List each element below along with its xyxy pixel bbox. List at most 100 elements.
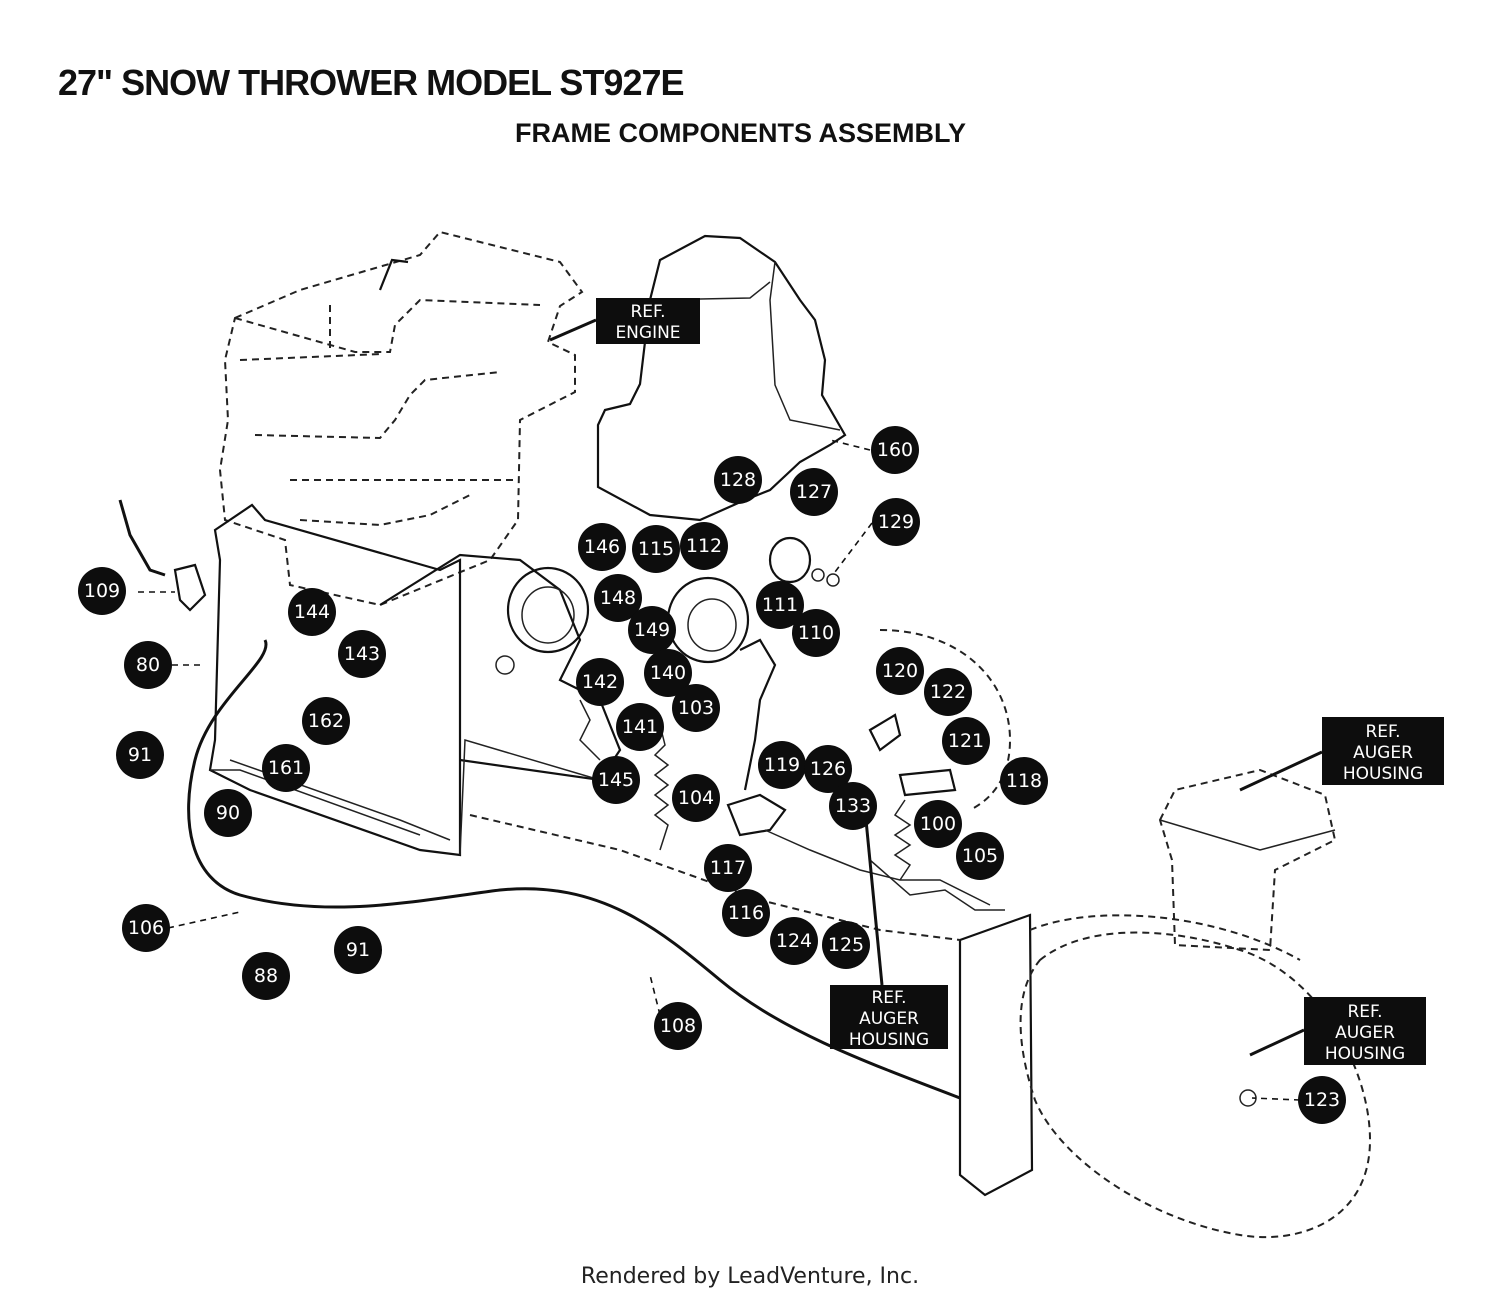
callout-128: 128 [714,456,762,504]
callout-127: 127 [790,468,838,516]
svg-text:122: 122 [930,681,966,703]
svg-text:161: 161 [268,757,304,779]
callout-129: 129 [872,498,920,546]
svg-text:REF.: REF. [630,302,665,322]
svg-text:127: 127 [796,481,832,503]
svg-text:104: 104 [678,787,714,809]
callout-160: 160 [871,426,919,474]
engine-outline [218,230,584,607]
svg-text:145: 145 [598,769,634,791]
callout-126: 126 [804,745,852,793]
callout-141: 141 [616,703,664,751]
svg-text:160: 160 [877,439,913,461]
callout-112: 112 [680,522,728,570]
callout-125: 125 [822,921,870,969]
svg-text:108: 108 [660,1015,696,1037]
svg-text:133: 133 [835,795,871,817]
svg-text:123: 123 [1304,1089,1340,1111]
page-title: 27" SNOW THROWER MODEL ST927E [58,62,685,103]
svg-text:126: 126 [810,758,846,780]
svg-text:118: 118 [1006,770,1042,792]
svg-text:162: 162 [308,710,344,732]
callout-144: 144 [288,588,336,636]
svg-text:119: 119 [764,754,800,776]
svg-text:HOUSING: HOUSING [1325,1044,1405,1064]
linkage-and-springs [579,638,1005,911]
callout-148: 148 [594,574,642,622]
callout-88: 88 [242,952,290,1000]
ref-label-auger-housing-top: REF. AUGER HOUSING [1239,717,1444,792]
svg-text:112: 112 [686,535,722,557]
callout-117: 117 [704,844,752,892]
auger-housing-outline [958,768,1372,1239]
callout-122: 122 [924,668,972,716]
page-subtitle: FRAME COMPONENTS ASSEMBLY [515,118,967,148]
callout-90: 90 [204,789,252,837]
svg-text:140: 140 [650,662,686,684]
svg-text:80: 80 [136,654,160,676]
svg-text:AUGER: AUGER [1353,743,1413,763]
svg-text:142: 142 [582,671,618,693]
svg-text:144: 144 [294,601,330,623]
ref-label-auger-housing-middle: REF. AUGER HOUSING [830,819,948,1050]
callout-106: 106 [122,904,170,952]
callout-116: 116 [722,889,770,937]
svg-text:128: 128 [720,469,756,491]
svg-text:120: 120 [882,660,918,682]
svg-text:109: 109 [84,580,120,602]
callout-91-bottom: 91 [334,926,382,974]
svg-text:146: 146 [584,536,620,558]
svg-text:148: 148 [600,587,636,609]
callout-91-left: 91 [116,731,164,779]
ref-label-engine: REF. ENGINE [549,298,700,344]
callout-118: 118 [1000,757,1048,805]
svg-text:HOUSING: HOUSING [849,1030,929,1050]
frame-plates [208,503,622,857]
svg-text:AUGER: AUGER [1335,1023,1395,1043]
callout-162: 162 [302,697,350,745]
svg-text:110: 110 [798,622,834,644]
callout-149: 149 [628,606,676,654]
svg-text:115: 115 [638,538,674,560]
svg-text:117: 117 [710,857,746,879]
svg-text:125: 125 [828,934,864,956]
svg-text:141: 141 [622,716,658,738]
callout-120: 120 [876,647,924,695]
callout-145: 145 [592,756,640,804]
svg-text:116: 116 [728,902,764,924]
svg-text:HOUSING: HOUSING [1343,764,1423,784]
callout-109: 109 [78,567,126,615]
svg-text:100: 100 [920,813,956,835]
callout-104: 104 [672,774,720,822]
svg-text:103: 103 [678,697,714,719]
callout-124: 124 [770,917,818,965]
svg-text:121: 121 [948,730,984,752]
svg-text:91: 91 [346,939,370,961]
callout-80: 80 [124,641,172,689]
callout-133: 133 [829,782,877,830]
svg-text:149: 149 [634,619,670,641]
svg-text:REF.: REF. [1347,1002,1382,1022]
svg-text:88: 88 [254,965,278,987]
callout-110: 110 [792,609,840,657]
leader-lines [138,439,1301,1101]
callout-140: 140 [644,649,692,697]
svg-text:124: 124 [776,930,812,952]
callout-123: 123 [1298,1076,1346,1124]
callout-111: 111 [756,581,804,629]
svg-text:111: 111 [762,594,798,616]
callout-105: 105 [956,832,1004,880]
callout-146: 146 [578,523,626,571]
svg-text:AUGER: AUGER [859,1009,919,1029]
callout-108: 108 [654,1002,702,1050]
control-cable [118,499,961,1100]
callout-119: 119 [758,741,806,789]
callout-121: 121 [942,717,990,765]
svg-text:129: 129 [878,511,914,533]
svg-text:106: 106 [128,917,164,939]
svg-text:REF.: REF. [1365,722,1400,742]
ref-label-auger-housing-right: REF. AUGER HOUSING [1249,997,1426,1065]
callout-142: 142 [576,658,624,706]
callout-100: 100 [914,800,962,848]
